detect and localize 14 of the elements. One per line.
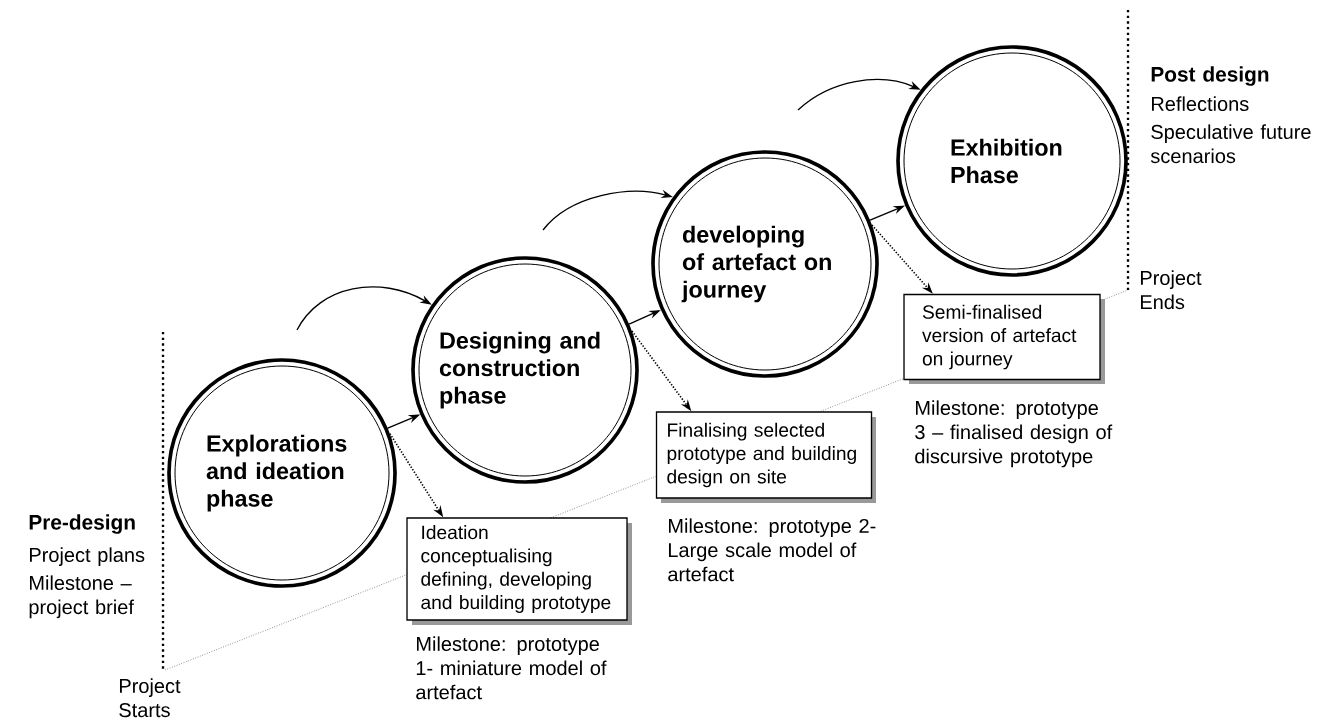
milestone-note: Milestone: prototype 2-Large scale model of artefact <box>668 518 876 582</box>
note-text: Project plans <box>30 547 145 566</box>
note-text: Speculative future scenarios <box>1150 124 1311 164</box>
section-heading: Post design <box>1151 66 1269 86</box>
milestone-note: Milestone: prototype 3 – finalised design of discursive prototype <box>915 400 1113 468</box>
note-text: Project Ends <box>1141 270 1202 310</box>
section-heading: Pre-design <box>29 514 135 534</box>
text-box: Ideation conceptualising defining, developing and building prototype <box>406 517 632 625</box>
note-text: Project Starts <box>119 678 181 718</box>
milestone-note: Milestone: prototype 1- miniature model of artefact <box>416 636 607 700</box>
note-text: Milestone – project brief <box>29 575 134 619</box>
note-text: Reflections <box>1152 96 1249 111</box>
text-box: Semi-finalised version of artefact on journey <box>903 293 1105 384</box>
text-box: Finalising selected prototype and building design on site <box>655 411 876 503</box>
